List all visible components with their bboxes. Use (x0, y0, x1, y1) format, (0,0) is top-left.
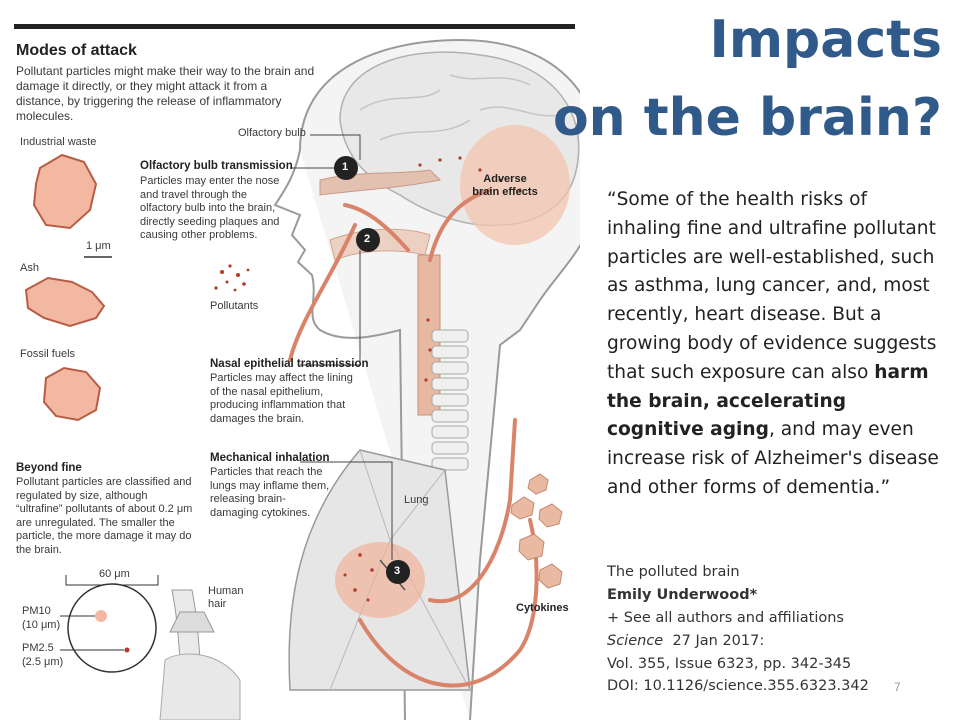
ref-volume: Vol. 355, Issue 6323, pp. 342-345 (607, 656, 852, 672)
size-scale-label: 60 μm (97, 568, 132, 580)
ref-author-name[interactable]: Emily Underwood (607, 587, 750, 603)
route-markers (334, 156, 410, 584)
beyond-fine-text: Pollutant particles are classified and r… (16, 476, 193, 556)
cytokines-label: Cytokines (516, 602, 569, 614)
trachea (431, 329, 469, 471)
route3-text: Particles that reach the lungs may infla… (210, 466, 330, 519)
cytokines-clusters (510, 473, 563, 589)
ash-label: Ash (20, 262, 39, 274)
human-hair-label: Human hair (208, 585, 244, 610)
figure-title: Modes of attack (16, 42, 137, 59)
adverse-effects-label: Adverse brain effects (472, 173, 538, 198)
anatomy-illustration (24, 38, 580, 720)
lung-label: Lung (404, 494, 429, 506)
pm25-size: (2.5 μm) (22, 656, 64, 668)
leader-lines (290, 134, 393, 560)
pollutant-dots (214, 156, 522, 602)
adverse-effect-glow (460, 125, 570, 245)
figure-top-rule (14, 24, 575, 29)
beyond-fine-title: Beyond fine (16, 462, 82, 474)
industrial-waste-particle (32, 153, 98, 230)
olfactory-bulb-label: Olfactory bulb (238, 127, 306, 139)
pm10-label: PM10 (22, 605, 51, 617)
quote-part2: , and may even increase risk of Alzheime… (607, 419, 939, 498)
page-number: 7 (894, 680, 901, 694)
scale-label: 1 μm (86, 240, 111, 252)
lung (288, 449, 471, 691)
slide-title-line2: on the brain? (552, 88, 942, 148)
modes-of-attack-infographic: Modes of attack Pollutant particles migh… (14, 24, 580, 720)
human-hair (159, 589, 241, 720)
route2-text: Particles may affect the lining of the n… (210, 372, 353, 425)
marker-1 (334, 156, 358, 180)
fossil-fuel-particle (42, 366, 102, 422)
marker-3 (386, 560, 410, 584)
fossil-fuels-label: Fossil fuels (20, 348, 76, 360)
pm-size-comparison (60, 575, 159, 673)
ref-affiliations-link[interactable]: + See all authors and affiliations (607, 610, 844, 626)
route2-title: Nasal epithelial transmission (210, 358, 369, 370)
marker-1-label: 1 (342, 161, 349, 173)
route1-text: Particles may enter the nose and travel … (140, 175, 280, 241)
ref-journal-line: Science 27 Jan 2017: (607, 633, 764, 649)
marker-2 (356, 228, 380, 252)
airway (319, 169, 469, 471)
ash-particle (24, 276, 106, 328)
pollutants-label: Pollutants (210, 300, 259, 312)
figure-intro: Pollutant particles might make their way… (16, 64, 315, 123)
quote: “Some of the health risks of inhaling fi… (607, 186, 947, 503)
pm10-size: (10 μm) (22, 619, 61, 631)
marker-2-label: 2 (364, 233, 371, 245)
slide-title-line1: Impacts (709, 10, 942, 70)
ref-date: 27 Jan 2017: (672, 633, 765, 649)
circulation-arrows (288, 188, 539, 688)
ref-journal: Science (607, 633, 664, 649)
lung-inflammation (335, 542, 425, 618)
quote-emphasis: harm the brain, accelerating cognitive a… (607, 361, 929, 441)
industrial-waste-label: Industrial waste (20, 136, 97, 148)
pm25-label: PM2.5 (22, 642, 54, 654)
marker-3-label: 3 (394, 565, 401, 577)
quote-part1: “Some of the health risks of inhaling fi… (607, 189, 937, 383)
particle-shapes (24, 153, 106, 422)
ref-author: Emily Underwood* (607, 587, 757, 603)
route3-title: Mechanical inhalation (210, 452, 330, 464)
ref-doi: DOI: 10.1126/science.355.6323.342 (607, 678, 869, 694)
ref-author-link[interactable]: * (749, 587, 758, 603)
ref-article-title: The polluted brain (607, 564, 740, 580)
route1-title: Olfactory bulb transmission (140, 160, 293, 172)
